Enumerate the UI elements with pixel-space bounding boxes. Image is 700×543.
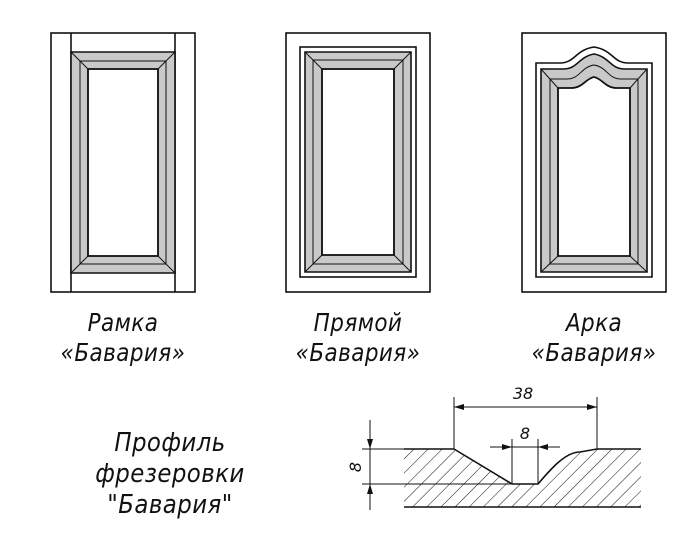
caption-profile-line1: Профиль фрезеровки xyxy=(95,428,245,489)
dimension-depth: 8 xyxy=(346,462,365,472)
caption-rama: Рамка «Бавария» xyxy=(41,308,204,368)
dimension-bottom-width: 8 xyxy=(520,424,530,443)
door-frame-rama xyxy=(50,32,196,293)
door-arch xyxy=(521,32,667,293)
caption-arch: Арка «Бавария» xyxy=(512,308,675,368)
caption-arch-line1: Арка xyxy=(565,308,623,337)
caption-straight-line1: Прямой xyxy=(313,308,403,337)
caption-rama-line2: «Бавария» xyxy=(60,338,186,367)
dimension-total-width: 38 xyxy=(513,384,533,403)
caption-straight-line2: «Бавария» xyxy=(295,338,421,367)
milling-profile xyxy=(362,397,641,510)
caption-straight: Прямой «Бавария» xyxy=(276,308,439,368)
caption-profile-line2: "Бавария" xyxy=(107,490,233,520)
caption-arch-line2: «Бавария» xyxy=(531,338,657,367)
caption-profile: Профиль фрезеровки "Бавария" xyxy=(38,428,302,521)
caption-rama-line1: Рамка xyxy=(87,308,159,337)
door-straight xyxy=(285,32,431,293)
